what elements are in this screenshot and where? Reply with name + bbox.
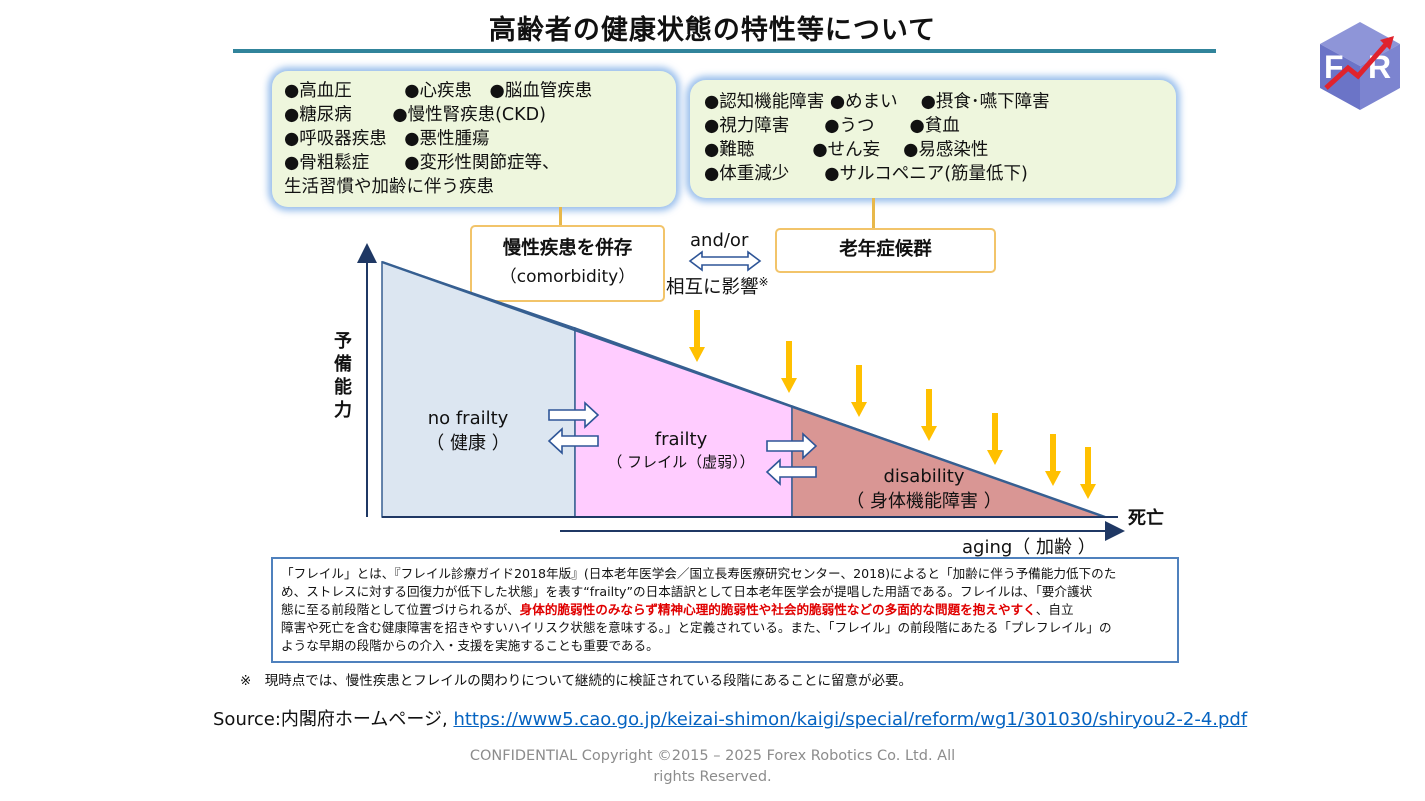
chronic-disease-line: ●骨粗鬆症 ●変形性関節症等、 [284,153,560,173]
geriatric-symptom-line: ●視力障害 ●うつ ●貧血 [704,116,960,136]
chronic-disease-line: ●糖尿病 ●慢性腎疾患(CKD) [284,105,546,125]
y-axis-label-char: 備 [334,354,352,375]
down-arrow-icon [1080,447,1096,499]
region-name: disability [883,466,965,487]
comorbidity-subtitle: （comorbidity） [499,267,636,287]
region-name: frailty [654,429,708,450]
source-link[interactable]: https://www5.cao.go.jp/keizai-shimon/kai… [453,709,1248,730]
page-title: 高齢者の健康状態の特性等について [488,15,937,46]
definition-line: め、ストレスに対する回復力が低下した状態」を表す“frailty”の日本語訳とし… [281,584,1093,599]
progress-arrow-icon [766,432,818,460]
geriatric-symptom-box: ●認知機能障害 ●めまい ●摂食･嚥下障害 ●視力障害 ●うつ ●貧血 ●難聴 … [690,80,1176,198]
down-arrow-icon [987,413,1003,465]
geriatric-syndrome-box: 老年症候群 [775,228,996,273]
y-axis-label: 予備能力 [331,330,355,422]
definition-line: 「フレイル」とは、『フレイル診療ガイド2018年版』(日本老年医学会／国立長寿医… [281,566,1117,581]
geriatric-symptom-line: ●認知機能障害 ●めまい ●摂食･嚥下障害 [704,92,1050,112]
double-arrow-icon [688,250,762,272]
geriatric-syndrome-label: 老年症候群 [839,239,932,260]
and-or-label: and/or [690,230,749,251]
y-axis-label-char: 力 [334,400,352,421]
logo-arrow-icon [1324,40,1390,90]
region-no-frailty [381,260,576,518]
source-line: Source:内閣府ホームページ, https://www5.cao.go.jp… [213,705,1247,731]
footnote: ※ 現時点では、慢性疾患とフレイルの関わりについて継続的に検証されている段階にあ… [240,673,912,689]
down-arrow-icon [921,389,937,441]
definition-line: ような早期の段階からの介入・支援を実施することも重要である。 [281,638,659,653]
logo-arrowhead-icon [1380,36,1394,50]
down-arrow-icon [851,365,867,417]
region-label-frailty: frailty （ フレイル（虚弱）） [596,428,766,474]
definition-line: 態に至る前段階として位置づけられるが、身体的脆弱性のみならず精神心理的脆弱性や社… [281,601,1074,618]
mutual-influence-text: 相互に影響 [666,277,759,298]
definition-highlight: 身体的脆弱性のみならず精神心理的脆弱性や社会的脆弱性などの多面的な問題を抱えやす… [519,602,1036,617]
y-axis-label-char: 予 [334,331,352,352]
forex-robotics-logo: F R [1320,22,1400,110]
region-label-disability: disability （ 身体機能障害 ） [836,464,1012,514]
region-name: no frailty [427,408,509,429]
x-axis-end-label: 死亡 [1128,508,1164,529]
region-subname: （ フレイル（虚弱）） [607,453,755,471]
x-axis-label: aging（ 加齢 ） [962,537,1096,558]
geriatric-symptom-line: ●難聴 ●せん妄 ●易感染性 [704,140,989,160]
reference-mark: ※ [758,274,769,289]
chronic-disease-line: ●呼吸器疾患 ●悪性腫瘍 [284,129,490,149]
definition-text: 態に至る前段階として位置づけられるが、 [281,602,520,617]
recovery-arrow-icon [547,427,599,455]
chronic-disease-line: ●高血圧 ●心疾患 ●脳血管疾患 [284,81,593,101]
recovery-arrow-icon [765,458,817,486]
title-underline [233,49,1216,53]
definition-text: 、自立 [1035,602,1074,617]
copyright-notice: CONFIDENTIAL Copyright ©2015 – 2025 Fore… [0,746,1425,788]
region-subname: （ 身体機能障害 ） [846,491,1002,512]
y-axis-label-text: 予備能力 [331,330,355,422]
connector-left [559,207,562,226]
chronic-disease-box: ●高血圧 ●心疾患 ●脳血管疾患 ●糖尿病 ●慢性腎疾患(CKD) ●呼吸器疾患… [272,71,676,207]
y-axis-label-char: 能 [334,377,352,398]
mutual-influence-label: 相互に影響※ [666,273,769,299]
impact-arrows [689,310,1096,499]
chronic-disease-line: 生活習慣や加齢に伴う疾患 [284,177,494,197]
down-arrow-icon [689,310,705,362]
connector-right [872,198,875,229]
region-subname: （ 健康 ） [426,433,510,454]
comorbidity-title: 慢性疾患を併存 [502,238,633,259]
region-label-no-frailty: no frailty （ 健康 ） [410,406,526,456]
down-arrow-icon [781,341,797,393]
geriatric-symptom-line: ●体重減少 ●サルコペニア(筋量低下) [704,164,1028,184]
progress-arrow-icon [548,401,600,429]
decline-line [381,260,1106,519]
source-prefix: Source:内閣府ホームページ, [213,709,454,730]
definition-line: 障害や死亡を含む健康障害を招きやすいハイリスク状態を意味する。」と定義されている… [281,620,1112,635]
definition-box: 「フレイル」とは、『フレイル診療ガイド2018年版』(日本老年医学会／国立長寿医… [271,557,1179,663]
region-frailty [574,326,793,518]
comorbidity-box: 慢性疾患を併存 （comorbidity） [470,225,665,302]
down-arrow-icon [1045,434,1061,486]
copyright-text: CONFIDENTIAL Copyright ©2015 – 2025 Fore… [469,748,956,785]
